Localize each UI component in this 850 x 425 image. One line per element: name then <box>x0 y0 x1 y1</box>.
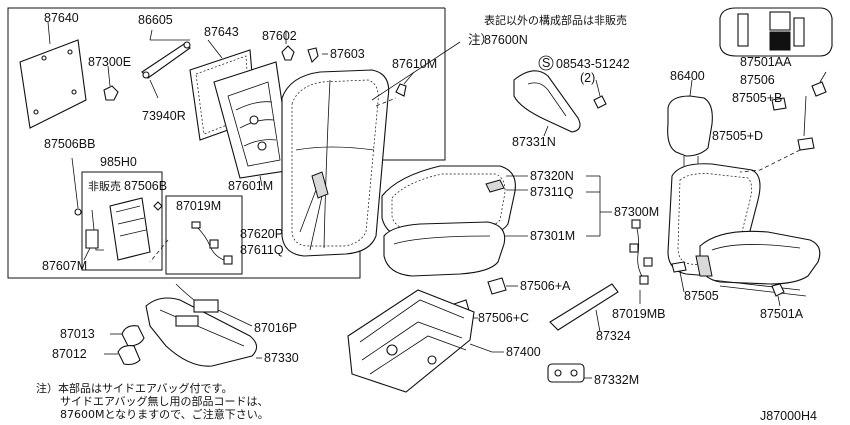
label-87505B: 87505+B <box>732 91 782 105</box>
label-87400: 87400 <box>506 345 541 359</box>
harness-subgroup-box <box>165 195 243 275</box>
seat-cushion-87300M <box>381 165 612 277</box>
label-87016P: 87016P <box>254 321 297 335</box>
label-87620P: 87620P <box>240 227 283 241</box>
rail-cover-87324 <box>549 283 619 333</box>
label-87501AA: 87501AA <box>740 55 792 69</box>
label-86605: 86605 <box>138 13 173 27</box>
label-08543: 08543-51242 <box>556 57 630 71</box>
label-87506BB: 87506BB <box>44 137 95 151</box>
bolt-87501A <box>771 283 785 307</box>
label-87506B: 87506B <box>124 179 167 193</box>
label-87643: 87643 <box>204 25 239 39</box>
bracket-87506A <box>487 277 518 295</box>
seat-back-group-box <box>7 7 446 279</box>
label-87331N: 87331N <box>512 135 556 149</box>
bottom-note-line2: サイドエアバッグ無し用の部品コードは、 <box>60 394 269 408</box>
harness-87019MB <box>629 219 653 304</box>
clip-87300E <box>103 65 119 101</box>
label-87019M: 87019M <box>176 199 221 213</box>
label-87324: 87324 <box>596 329 631 343</box>
back-board-87640 <box>19 21 87 129</box>
label-87330: 87330 <box>264 351 299 365</box>
label-87506C: 87506+C <box>478 311 529 325</box>
side-trim-87330 <box>145 297 262 367</box>
seat-back-frame-87601M <box>213 61 293 187</box>
bottom-note-line1: 注）本部品はサイドエアバッグ付です。 <box>36 381 232 395</box>
label-08543-s: S <box>542 56 550 70</box>
label-87505: 87505 <box>684 289 719 303</box>
car-location-inset <box>719 7 833 57</box>
label-08543-qty: (2) <box>580 71 595 85</box>
bracket-87505 <box>671 261 687 293</box>
knobs-87013-87012 <box>104 325 145 366</box>
diagram-id: J87000H4 <box>760 409 817 423</box>
label-87012: 87012 <box>52 347 87 361</box>
complete-seat-view <box>667 79 821 297</box>
airbag-module-985H0 <box>71 157 163 271</box>
label-87600N-note: 注） <box>468 32 493 47</box>
top-note: 表記以外の構成部品は非販売 <box>484 13 627 27</box>
harness-87019M <box>149 195 243 275</box>
leaders-87620P-87611Q <box>299 189 323 251</box>
label-87013: 87013 <box>60 327 95 341</box>
label-87501A: 87501A <box>760 307 804 321</box>
label-not-sold: 非販売 <box>88 180 121 193</box>
label-87603: 87603 <box>330 47 365 61</box>
label-87602: 87602 <box>262 29 297 43</box>
label-87607M: 87607M <box>42 259 87 273</box>
airbag-subgroup-box <box>81 171 163 271</box>
label-87311Q: 87311Q <box>530 185 574 199</box>
label-87300E: 87300E <box>88 55 131 69</box>
label-87600N: 87600N <box>484 33 528 47</box>
seat-adjuster-87400 <box>347 289 504 393</box>
label-87601M: 87601M <box>228 179 273 193</box>
label-87320N: 87320N <box>530 169 574 183</box>
label-87019MB: 87019MB <box>612 307 666 321</box>
label-73940R: 73940R <box>142 109 186 123</box>
label-87640: 87640 <box>44 11 79 25</box>
label-87506: 87506 <box>740 73 775 87</box>
side-cover-87331N <box>513 55 607 137</box>
fastener-cluster-right <box>739 71 827 173</box>
label-87611Q: 87611Q <box>240 243 284 257</box>
label-87300M: 87300M <box>614 205 659 219</box>
rod-86605 <box>141 29 191 99</box>
switch-87016P <box>175 283 253 327</box>
label-86400: 86400 <box>670 69 705 83</box>
fasteners-87602-87603 <box>281 30 328 64</box>
knob-87332M <box>547 363 592 383</box>
bottom-note-line3: 87600Mとなりますので、ご注意下さい。 <box>60 407 269 421</box>
hook-87610M <box>375 71 415 107</box>
label-87610M: 87610M <box>392 57 437 71</box>
label-87505D: 87505+D <box>712 129 763 143</box>
label-87332M: 87332M <box>594 373 639 387</box>
label-87506A: 87506+A <box>520 279 571 293</box>
label-87301M: 87301M <box>530 229 575 243</box>
label-985H0: 985H0 <box>100 155 137 169</box>
